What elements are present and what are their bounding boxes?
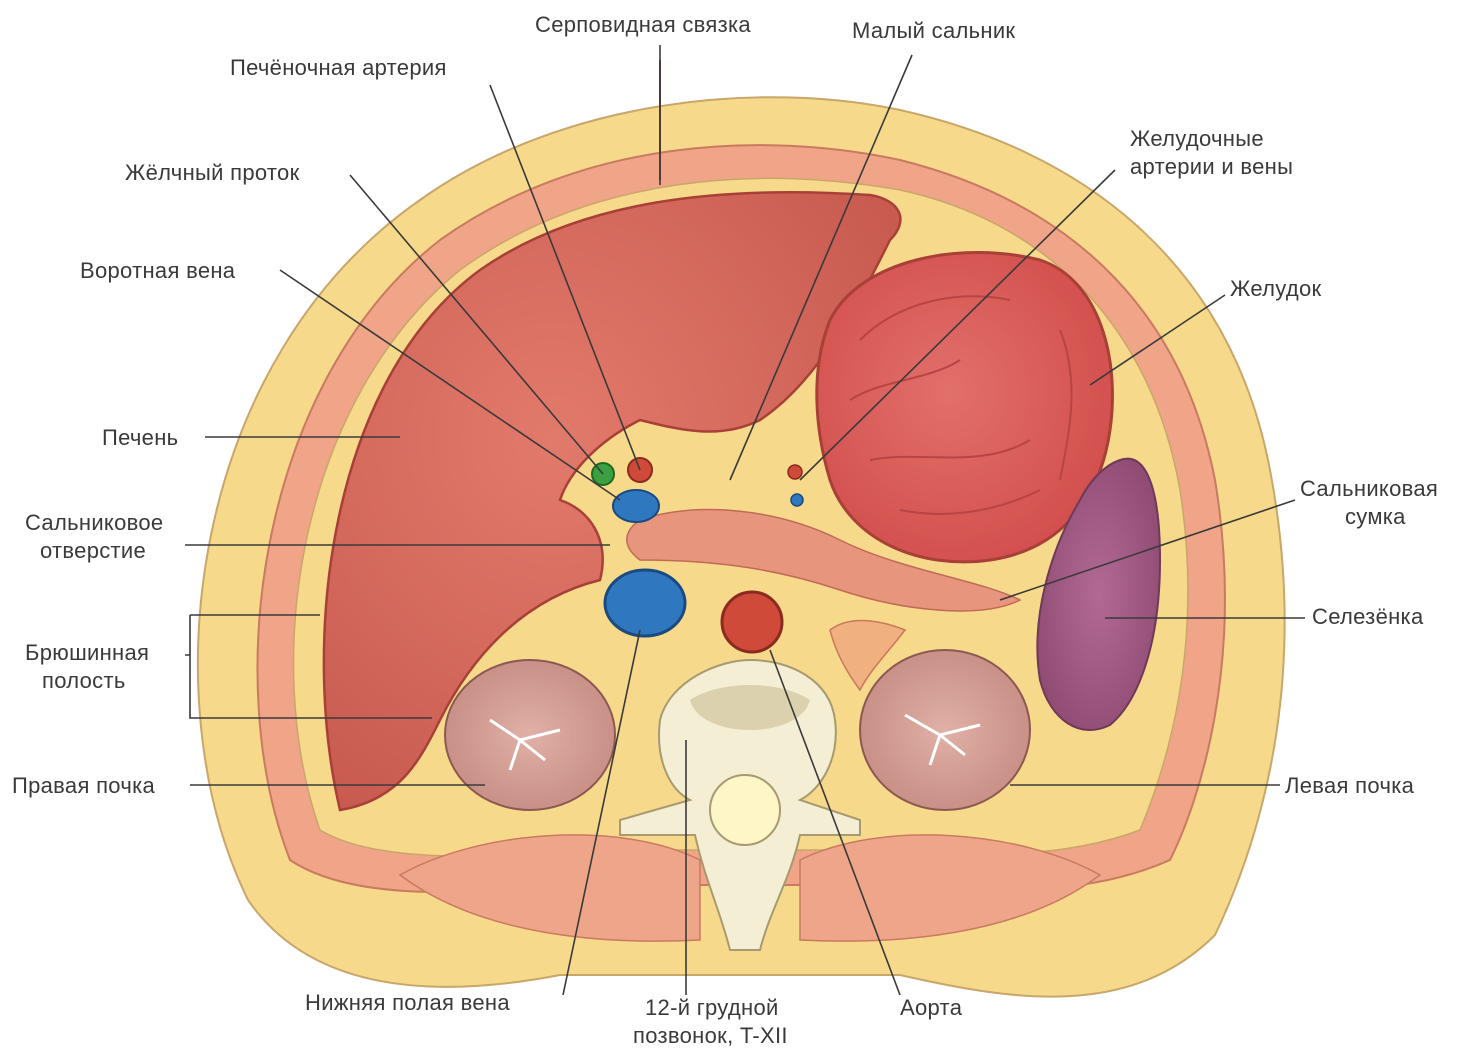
label-omental-foramen: Сальниковое <box>25 510 163 535</box>
label-aorta: Аорта <box>900 995 963 1020</box>
label-portal-vein: Воротная вена <box>80 258 236 283</box>
label-bile-duct: Жёлчный проток <box>125 160 300 185</box>
label-vertebra-2: позвонок, T-XII <box>633 1023 788 1048</box>
label-omental-foramen-2: отверстие <box>40 538 146 563</box>
label-left-kidney: Левая почка <box>1285 773 1415 798</box>
right-kidney <box>445 660 615 810</box>
label-omental-bursa: Сальниковая <box>1300 476 1438 501</box>
label-ivc: Нижняя полая вена <box>305 990 510 1015</box>
left-kidney <box>860 650 1030 810</box>
label-gastric-vessels-2: артерии и вены <box>1130 154 1293 179</box>
label-gastric-vessels: Желудочные <box>1130 126 1264 151</box>
label-falciform-ligament: Серповидная связка <box>535 12 751 37</box>
label-lesser-omentum: Малый сальник <box>852 18 1015 43</box>
portal-vein <box>613 490 659 522</box>
gastric-artery <box>788 465 802 479</box>
label-hepatic-artery: Печёночная артерия <box>230 55 447 80</box>
stomach <box>817 253 1113 562</box>
label-peritoneal-cavity-2: полость <box>42 668 126 693</box>
label-right-kidney: Правая почка <box>12 773 156 798</box>
aorta <box>722 592 782 652</box>
label-spleen: Селезёнка <box>1312 604 1424 629</box>
label-stomach: Желудок <box>1230 276 1322 301</box>
label-omental-bursa-2: сумка <box>1345 504 1406 529</box>
label-peritoneal-cavity: Брюшинная <box>25 640 149 665</box>
gastric-vein <box>791 494 803 506</box>
label-vertebra: 12-й грудной <box>645 995 779 1020</box>
inferior-vena-cava <box>605 570 685 636</box>
label-liver: Печень <box>102 425 178 450</box>
